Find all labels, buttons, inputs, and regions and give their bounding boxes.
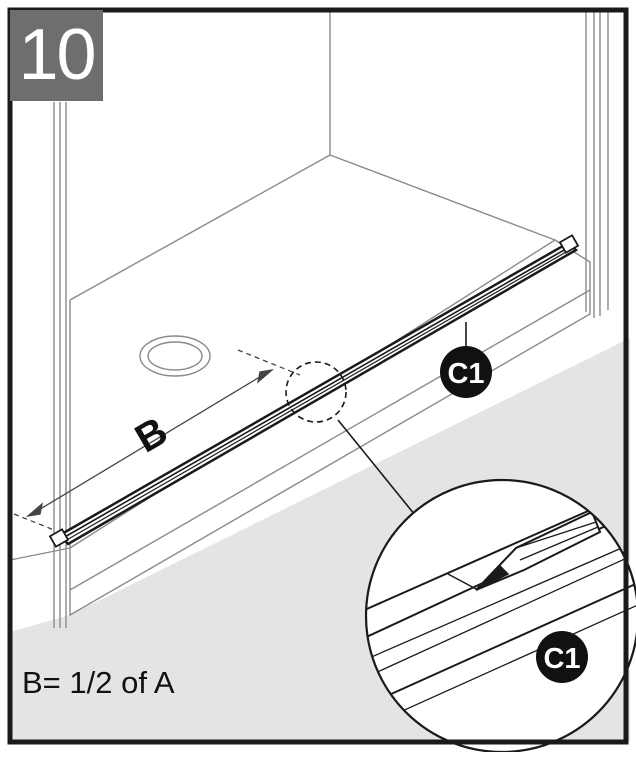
detail-callout: C1 — [364, 478, 636, 754]
part-badge-label: C1 — [447, 358, 484, 390]
shower-base — [69, 239, 591, 617]
step-number: 10 — [10, 10, 103, 101]
focus-circle — [285, 361, 347, 423]
detail-badge-label: C1 — [543, 643, 580, 675]
dimension-b — [13, 349, 301, 531]
detail-badge — [536, 631, 588, 683]
dimension-label: B — [128, 409, 175, 462]
shower-walls — [9, 12, 556, 561]
threshold-rail — [48, 234, 580, 548]
measurement-note: B= 1/2 of A — [22, 665, 175, 700]
right-jamb — [585, 12, 609, 318]
panel-border — [7, 7, 629, 745]
part-badge — [440, 346, 492, 398]
pencil-icon — [475, 510, 602, 591]
callout-leader — [337, 419, 416, 516]
drain — [139, 335, 211, 377]
